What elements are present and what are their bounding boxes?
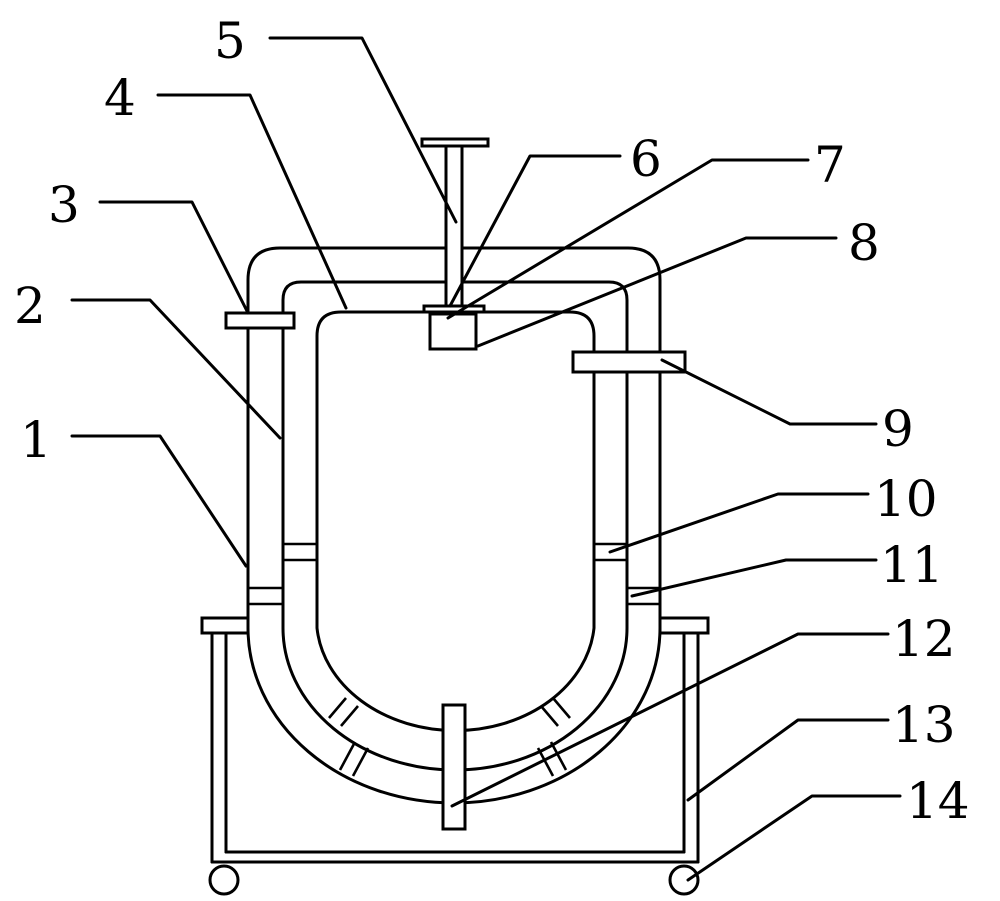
left-leg <box>212 633 226 862</box>
leader-3 <box>100 202 248 313</box>
callout-14: 14 <box>906 772 970 830</box>
callout-2: 2 <box>14 277 46 335</box>
callout-4: 4 <box>104 69 136 127</box>
callout-6: 6 <box>630 130 662 188</box>
left-caster <box>210 866 238 894</box>
callout-1: 1 <box>20 411 52 469</box>
callout-12: 12 <box>892 610 956 668</box>
bottom-crossbar <box>212 852 698 862</box>
leader-1 <box>72 436 246 566</box>
callout-11: 11 <box>880 536 944 594</box>
callout-3: 3 <box>48 176 80 234</box>
left-flange <box>226 313 294 328</box>
callout-9: 9 <box>882 400 914 458</box>
right-leg <box>684 633 698 862</box>
callout-13: 13 <box>892 696 956 754</box>
bottom-drain-valve <box>443 705 465 829</box>
shaft-seal-plate <box>424 306 484 312</box>
leader-5 <box>270 38 456 222</box>
callout-7: 7 <box>814 136 846 194</box>
stirrer-head-box <box>430 314 476 349</box>
right-caster <box>670 866 698 894</box>
callout-5: 5 <box>214 12 246 70</box>
callout-8: 8 <box>848 214 880 272</box>
stirrer-shaft <box>446 146 462 306</box>
leader-14 <box>688 796 900 880</box>
inner-vessel <box>317 312 594 731</box>
right-support-plate <box>660 618 708 633</box>
leader-11 <box>632 560 876 596</box>
leader-13 <box>688 720 888 800</box>
callout-10: 10 <box>874 470 938 528</box>
leader-9 <box>662 360 876 424</box>
left-support-plate <box>202 618 250 633</box>
